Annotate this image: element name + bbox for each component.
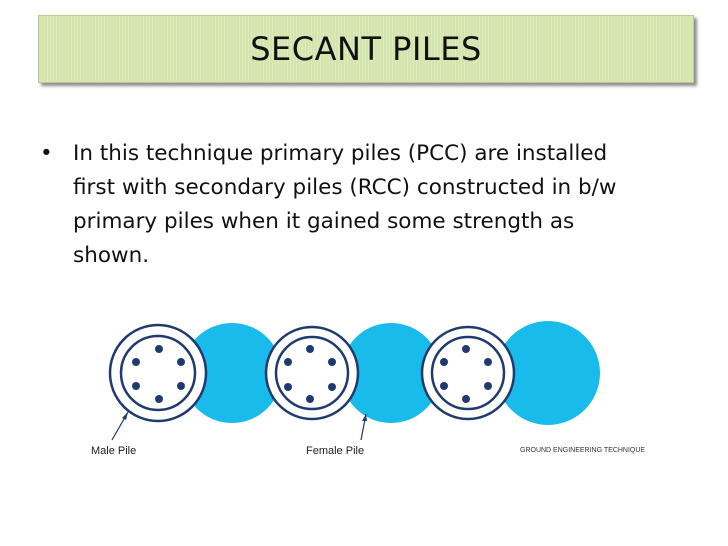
- male-pile-3: [420, 325, 516, 421]
- rebar: [462, 395, 470, 403]
- rebar: [284, 358, 292, 366]
- rebar: [155, 395, 163, 403]
- rebar: [132, 382, 140, 390]
- male-pile-1: [108, 323, 208, 423]
- rebar: [484, 382, 492, 390]
- rebar: [462, 345, 470, 353]
- rebar: [177, 382, 185, 390]
- rebar: [284, 383, 292, 391]
- male-pile-2: [264, 325, 360, 421]
- bullet-text: In this technique primary piles (PCC) ar…: [73, 141, 617, 268]
- rebar: [328, 358, 336, 366]
- rebar: [132, 358, 140, 366]
- rebar: [440, 358, 448, 366]
- bullet-item: • In this technique primary piles (PCC) …: [40, 137, 640, 273]
- female-pile-2: [341, 323, 441, 423]
- rebar: [306, 395, 314, 403]
- female-pile-3: [496, 321, 600, 425]
- rebar: [484, 358, 492, 366]
- female-pile-1: [182, 323, 282, 423]
- male-pile-arrow: [111, 411, 129, 441]
- female-pile-label: Female Pile: [306, 445, 365, 457]
- credit-label: GROUND ENGINEERING TECHNIQUE: [520, 447, 646, 454]
- rebar: [328, 383, 336, 391]
- rebar: [306, 345, 314, 353]
- rebar: [177, 358, 185, 366]
- reinforcement-bars: [132, 345, 492, 403]
- bullet-marker: •: [40, 141, 53, 166]
- title-bar: SECANT PILES: [38, 15, 694, 83]
- slide-title: SECANT PILES: [250, 30, 482, 68]
- male-pile-label: Male Pile: [91, 445, 137, 457]
- female-pile-arrow: [360, 413, 367, 441]
- rebar: [155, 345, 163, 353]
- rebar: [440, 382, 448, 390]
